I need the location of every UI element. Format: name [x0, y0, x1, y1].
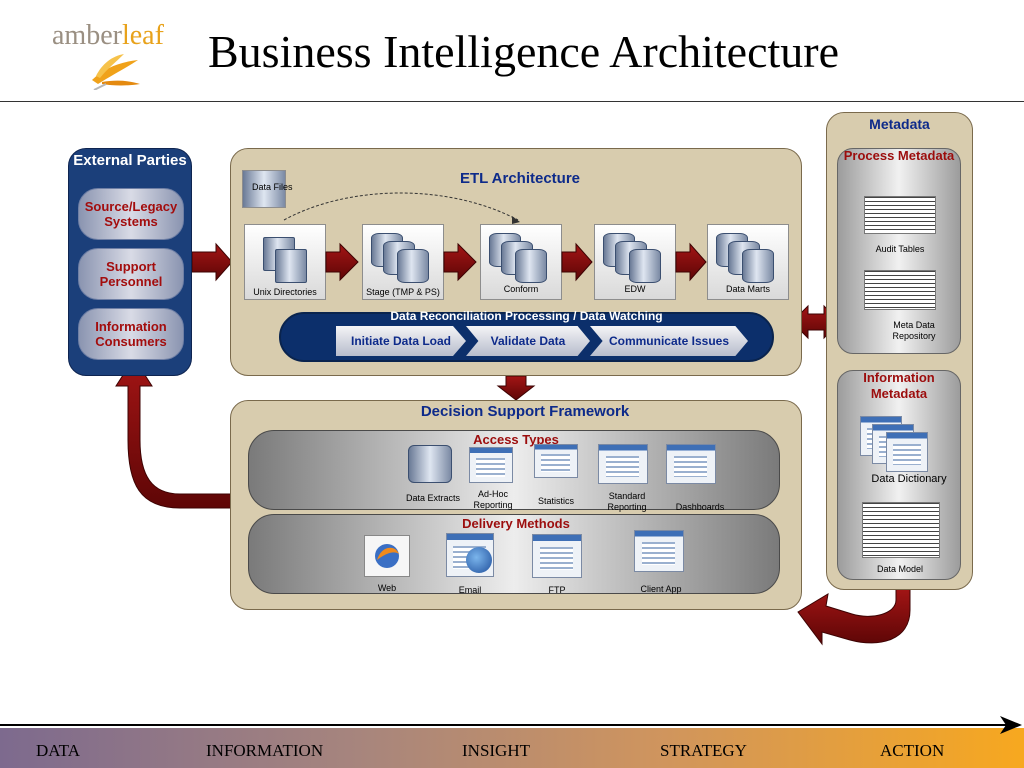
footer-item-data: DATA [36, 741, 80, 760]
footer-item-action: ACTION [880, 741, 945, 760]
footer-arrow-line [0, 724, 1006, 726]
ftp-screenshot-icon [532, 534, 582, 578]
access-item-ad-hoc-reporting: Ad-Hoc Reporting [473, 489, 513, 510]
metadata-header: Metadata [869, 116, 930, 132]
database-icon [629, 249, 661, 283]
data-dictionary-label: Data Dictionary [871, 473, 947, 485]
external-parties-header: External Parties [73, 152, 187, 169]
external-item-information-consumers: Information Consumers [78, 308, 184, 360]
delivery-item-web: Web [377, 583, 397, 593]
logo-part-leaf: leaf [121, 20, 164, 51]
step-communicate-issues: Communicate Issues [590, 326, 748, 356]
database-icon [515, 249, 547, 283]
web-browser-icon [364, 535, 410, 577]
delivery-methods-band [248, 514, 780, 594]
ad-hoc-reporting-screenshot-icon [469, 447, 513, 483]
footer-band [0, 728, 1024, 768]
step-validate-data: Validate Data [466, 326, 590, 356]
data-model-label: Data Model [876, 564, 924, 574]
leaf-icon [92, 54, 140, 90]
information-metadata-header: Information Metadata [863, 370, 935, 401]
meta-data-repository-diagram [864, 270, 936, 310]
data-files-label: Data Files [252, 182, 293, 192]
globe-icon [375, 544, 399, 568]
step-initiate-data-load: Initiate Data Load [336, 326, 466, 356]
footer-item-strategy: STRATEGY [660, 741, 747, 760]
stage-label: Unix Directories [253, 287, 317, 297]
dashboards-screenshot-icon [666, 444, 716, 484]
audit-tables-label: Audit Tables [875, 244, 925, 254]
stage-data-marts: Data Marts [707, 224, 789, 300]
logo-part-amber: amber [52, 20, 122, 51]
amberleaf-logo: amberleaf [52, 20, 182, 90]
access-item-data-extracts: Data Extracts [405, 493, 461, 503]
etl-architecture-header: ETL Architecture [459, 170, 581, 187]
data-extracts-icon [408, 445, 452, 483]
footer-arrow-head-icon [1000, 716, 1022, 734]
stage-label: Conform [503, 284, 539, 294]
data-dictionary-screenshot-icon [886, 432, 928, 472]
footer-item-insight: INSIGHT [462, 741, 530, 760]
process-metadata-panel [837, 148, 961, 354]
stage-label: Data Marts [725, 284, 770, 294]
access-types-header: Access Types [473, 432, 559, 447]
external-item-support-personnel: Support Personnel [78, 248, 184, 300]
database-icon [397, 249, 429, 283]
external-item-source-legacy: Source/Legacy Systems [78, 188, 184, 240]
delivery-item-client-app: Client App [640, 584, 682, 594]
standard-reporting-screenshot-icon [598, 444, 648, 484]
meta-data-repository-label: Meta Data Repository [892, 320, 936, 341]
delivery-item-ftp: FTP [548, 585, 566, 595]
stage-unix-directories: Unix Directories [244, 224, 326, 300]
stage-tmp-ps: Stage (TMP & PS) [362, 224, 444, 300]
title-divider [0, 101, 1024, 102]
access-item-statistics: Statistics [537, 496, 574, 506]
data-reconciliation-title: Data Reconciliation Processing / Data Wa… [390, 309, 663, 323]
stage-label: EDW [624, 284, 646, 294]
email-client-icon [466, 547, 492, 573]
access-item-dashboards: Dashboards [675, 502, 725, 512]
audit-tables-diagram [864, 196, 936, 234]
footer-item-information: INFORMATION [206, 741, 324, 760]
statistics-screenshot-icon [534, 444, 578, 478]
logo-wordmark: amberleaf [52, 20, 164, 52]
stage-label: Stage (TMP & PS) [366, 287, 440, 297]
client-app-screenshot-icon [634, 530, 684, 572]
delivery-item-email: Email [458, 585, 482, 595]
data-flow-dashed-curve [283, 192, 520, 224]
process-metadata-header: Process Metadata [843, 148, 955, 163]
stage-edw: EDW [594, 224, 676, 300]
database-icon [742, 249, 774, 283]
data-files-icon [242, 170, 286, 208]
data-model-diagram [862, 502, 940, 558]
access-item-standard-reporting: Standard Reporting [607, 491, 647, 512]
decision-support-header: Decision Support Framework [420, 403, 630, 420]
folder-icon [275, 249, 307, 283]
stage-conform: Conform [480, 224, 562, 300]
delivery-methods-header: Delivery Methods [462, 516, 570, 531]
page-title: Business Intelligence Architecture [208, 26, 840, 77]
